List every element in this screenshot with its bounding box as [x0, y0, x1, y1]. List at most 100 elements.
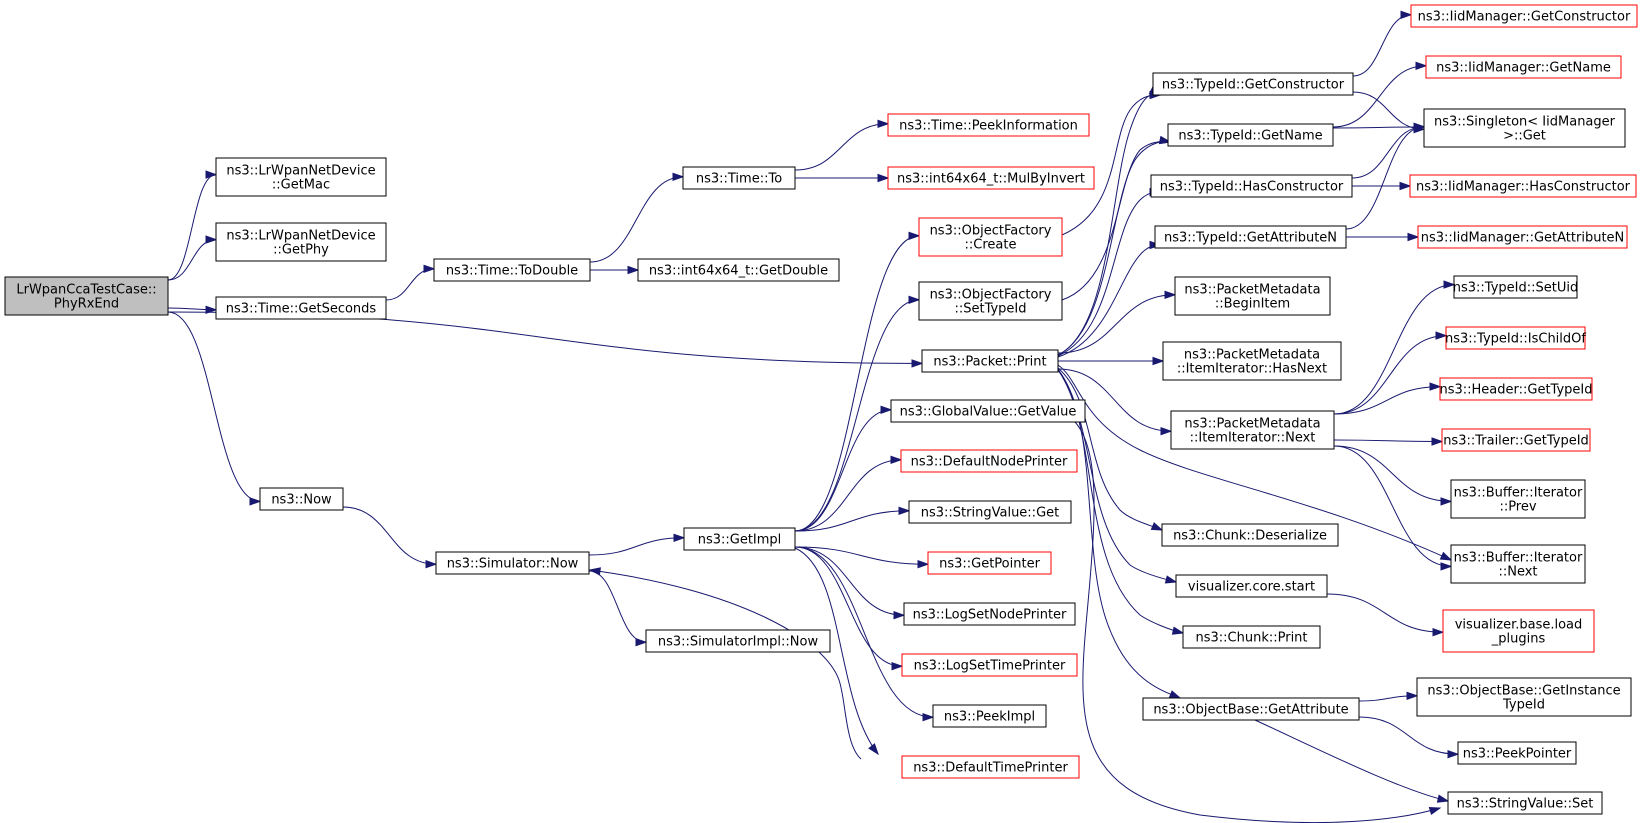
node-root[interactable]: LrWpanCcaTestCase::PhyRxEnd	[4, 276, 169, 316]
node-peekinfo[interactable]: ns3::Time::PeekInformation	[887, 113, 1090, 137]
node-label: ns3::PeekPointer	[1463, 747, 1572, 762]
node-tgetattributen[interactable]: ns3::TypeId::GetAttributeN	[1154, 225, 1347, 249]
node-label: >::Get	[1503, 129, 1546, 144]
node-label: ns3::Time::To	[696, 172, 782, 187]
node-label: ns3::GlobalValue::GetValue	[900, 405, 1077, 420]
node-peekimpl[interactable]: ns3::PeekImpl	[932, 704, 1047, 728]
node-label: ns3::Time::ToDouble	[446, 264, 578, 279]
node-getseconds[interactable]: ns3::Time::GetSeconds	[215, 296, 387, 320]
node-label: ns3::DefaultNodePrinter	[911, 455, 1068, 470]
call-edge	[1333, 437, 1444, 446]
node-peekpointer[interactable]: ns3::PeekPointer	[1457, 741, 1577, 765]
node-label: ns3::IidManager::GetConstructor	[1418, 10, 1631, 25]
node-tgetname[interactable]: ns3::TypeId::GetName	[1167, 123, 1334, 147]
node-label: ::ItemIterator::HasNext	[1177, 362, 1327, 377]
node-label: ns3::LrWpanNetDevice	[226, 164, 375, 179]
node-hgettypeid[interactable]: ns3::Header::GetTypeId	[1439, 377, 1593, 401]
node-getimpl[interactable]: ns3::GetImpl	[683, 527, 796, 551]
call-edge	[1333, 331, 1448, 415]
node-mulbyinvert[interactable]: ns3::int64x64_t::MulByInvert	[887, 166, 1095, 190]
node-label: ::Prev	[1499, 500, 1536, 515]
call-edge	[1333, 382, 1442, 415]
node-bufnext[interactable]: ns3::Buffer::Iterator::Next	[1450, 544, 1586, 584]
node-tsetuid[interactable]: ns3::TypeId::SetUid	[1453, 275, 1578, 299]
node-chunkdeser[interactable]: ns3::Chunk::Deserialize	[1161, 523, 1339, 547]
node-ofsettypeid[interactable]: ns3::ObjectFactory::SetTypeId	[918, 281, 1063, 321]
node-svset[interactable]: ns3::StringValue::Set	[1447, 791, 1603, 815]
node-label: ns3::LogSetTimePrinter	[914, 659, 1066, 674]
node-simnow[interactable]: ns3::Simulator::Now	[435, 551, 590, 575]
node-pmhasnext[interactable]: ns3::PacketMetadata::ItemIterator::HasNe…	[1162, 341, 1342, 381]
node-label: ns3::Now	[271, 493, 332, 508]
node-now[interactable]: ns3::Now	[259, 487, 344, 511]
node-getmac[interactable]: ns3::LrWpanNetDevice::GetMac	[215, 157, 387, 197]
node-vizstart[interactable]: visualizer.core.start	[1175, 574, 1328, 598]
node-svget[interactable]: ns3::StringValue::Get	[908, 500, 1072, 524]
node-label: ns3::int64x64_t::MulByInvert	[897, 172, 1085, 187]
node-thasconstructor[interactable]: ns3::TypeId::HasConstructor	[1150, 174, 1353, 198]
node-tgetconstructor[interactable]: ns3::TypeId::GetConstructor	[1152, 72, 1354, 96]
call-edge	[794, 546, 930, 569]
node-label: ns3::Header::GetTypeId	[1439, 383, 1592, 398]
node-label: ns3::TypeId::GetConstructor	[1162, 78, 1345, 93]
node-getdouble[interactable]: ns3::int64x64_t::GetDouble	[637, 258, 840, 282]
node-deftimeprinter[interactable]: ns3::DefaultTimePrinter	[901, 755, 1080, 779]
node-label: ns3::TypeId::IsChildOf	[1445, 332, 1586, 347]
call-edge	[794, 506, 911, 532]
node-logsettime[interactable]: ns3::LogSetTimePrinter	[901, 653, 1078, 677]
call-edge	[1352, 10, 1413, 77]
node-to[interactable]: ns3::Time::To	[682, 166, 796, 190]
node-label: ns3::IidManager::GetName	[1436, 61, 1611, 76]
call-edge	[1333, 280, 1456, 415]
node-label: ns3::Chunk::Print	[1195, 631, 1307, 646]
node-iidgetattributen[interactable]: ns3::IidManager::GetAttributeN	[1417, 225, 1628, 249]
node-label: PhyRxEnd	[54, 297, 119, 312]
node-label: ns3::StringValue::Set	[1457, 797, 1594, 812]
node-iidgetconstructor[interactable]: ns3::IidManager::GetConstructor	[1410, 4, 1638, 28]
node-label: ns3::LogSetNodePrinter	[913, 608, 1067, 623]
call-edge	[1057, 367, 1164, 531]
node-tischildof[interactable]: ns3::TypeId::IsChildOf	[1445, 326, 1586, 350]
node-getpointer[interactable]: ns3::GetPointer	[927, 551, 1052, 575]
node-label: ns3::IidManager::HasConstructor	[1416, 180, 1631, 195]
node-label: ns3::ObjectFactory	[930, 224, 1052, 239]
call-edge	[590, 265, 640, 275]
node-getphy[interactable]: ns3::LrWpanNetDevice::GetPhy	[215, 222, 387, 262]
node-pmbeginitem[interactable]: ns3::PacketMetadata::BeginItem	[1174, 276, 1331, 316]
node-label: ns3::LrWpanNetDevice	[226, 229, 375, 244]
node-ofcreate[interactable]: ns3::ObjectFactory::Create	[918, 217, 1063, 257]
node-todouble[interactable]: ns3::Time::ToDouble	[433, 258, 591, 282]
node-label: LrWpanCcaTestCase::	[16, 283, 156, 298]
node-bufprev[interactable]: ns3::Buffer::Iterator::Prev	[1450, 479, 1586, 519]
node-label: ns3::TypeId::SetUid	[1453, 281, 1578, 296]
node-label: ns3::Time::PeekInformation	[899, 119, 1078, 134]
node-label: ns3::PacketMetadata	[1184, 348, 1320, 363]
node-label: ns3::TypeId::HasConstructor	[1160, 180, 1344, 195]
node-label: ::Next	[1498, 565, 1537, 580]
node-obgetattr[interactable]: ns3::ObjectBase::GetAttribute	[1142, 697, 1360, 721]
node-simimplnow[interactable]: ns3::SimulatorImpl::Now	[645, 629, 831, 653]
call-edges	[167, 10, 1460, 823]
node-defnodeprinter[interactable]: ns3::DefaultNodePrinter	[900, 449, 1078, 473]
node-vizloadplugins[interactable]: visualizer.base.load_plugins	[1442, 609, 1595, 653]
node-trgettypeid[interactable]: ns3::Trailer::GetTypeId	[1441, 428, 1591, 452]
node-chunkprint[interactable]: ns3::Chunk::Print	[1182, 625, 1321, 649]
node-logsetnode[interactable]: ns3::LogSetNodePrinter	[903, 602, 1076, 626]
node-singletonget[interactable]: ns3::Singleton< IidManager >::Get	[1423, 108, 1626, 148]
node-iidgetname[interactable]: ns3::IidManager::GetName	[1425, 55, 1622, 79]
node-label: ns3::TypeId::GetName	[1178, 129, 1322, 144]
node-iidhasconstructor[interactable]: ns3::IidManager::HasConstructor	[1409, 174, 1637, 198]
call-edge	[342, 506, 438, 569]
node-label: ns3::Simulator::Now	[447, 557, 579, 572]
node-label: ::GetPhy	[273, 243, 329, 258]
node-packetprint[interactable]: ns3::Packet::Print	[921, 349, 1059, 373]
node-pmnext[interactable]: ns3::PacketMetadata::ItemIterator::Next	[1170, 410, 1335, 450]
node-gvgetvalue[interactable]: ns3::GlobalValue::GetValue	[890, 399, 1086, 423]
call-edge	[794, 405, 893, 532]
call-edge	[1358, 716, 1460, 759]
call-edge	[794, 455, 903, 532]
call-edge	[167, 170, 218, 281]
call-edge	[385, 264, 436, 301]
